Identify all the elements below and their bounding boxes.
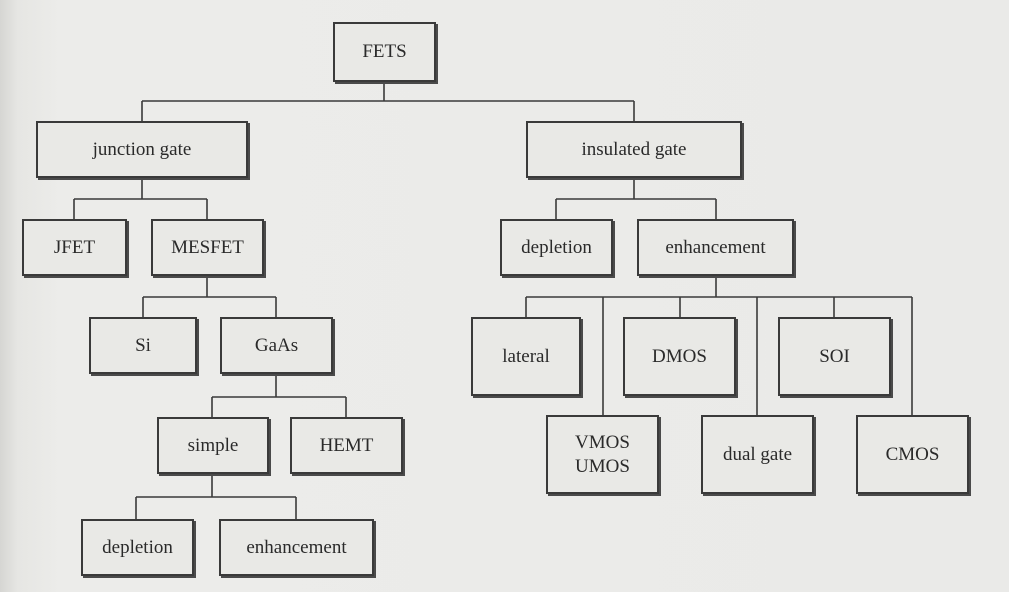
node-cmos: CMOS xyxy=(856,415,969,494)
node-dmos: DMOS xyxy=(623,317,736,396)
node-lateral: lateral xyxy=(471,317,581,396)
node-gaas-enhancement: enhancement xyxy=(219,519,374,576)
node-jfet: JFET xyxy=(22,219,127,276)
node-simple: simple xyxy=(157,417,269,474)
node-junction-gate: junction gate xyxy=(36,121,248,178)
node-gaas: GaAs xyxy=(220,317,333,374)
node-vmos-umos: VMOS UMOS xyxy=(546,415,659,494)
node-ig-depletion: depletion xyxy=(500,219,613,276)
node-insulated-gate: insulated gate xyxy=(526,121,742,178)
node-hemt: HEMT xyxy=(290,417,403,474)
node-ig-enhancement: enhancement xyxy=(637,219,794,276)
node-dual-gate: dual gate xyxy=(701,415,814,494)
node-mesfet: MESFET xyxy=(151,219,264,276)
node-gaas-depletion: depletion xyxy=(81,519,194,576)
node-si: Si xyxy=(89,317,197,374)
node-fets: FETS xyxy=(333,22,436,82)
node-soi: SOI xyxy=(778,317,891,396)
